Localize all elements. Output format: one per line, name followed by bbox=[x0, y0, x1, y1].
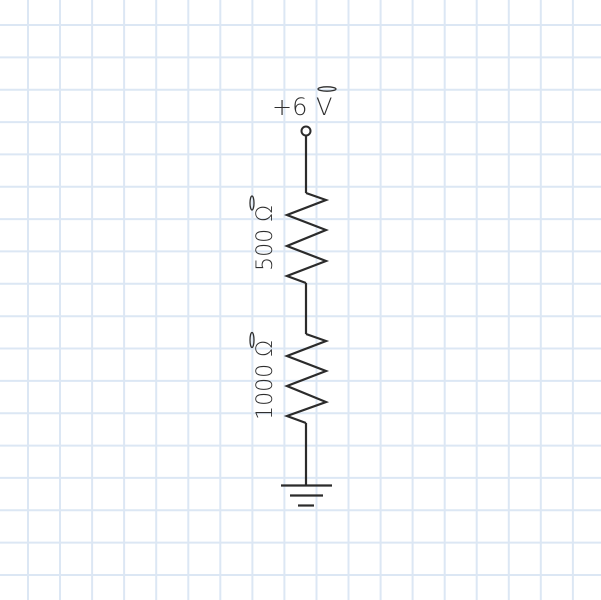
unit-accent-mark bbox=[249, 331, 255, 349]
source-value-label: +6 bbox=[272, 93, 307, 121]
resistor-zigzag-icon bbox=[283, 191, 330, 285]
voltage-source-terminal: +6 V bbox=[272, 86, 337, 137]
r1-value-label: 500 Ω bbox=[253, 205, 278, 271]
resistor-r1: 500 Ω bbox=[249, 191, 330, 285]
source-unit-label: V bbox=[316, 93, 332, 121]
resistor-r2: 1000 Ω bbox=[249, 331, 330, 425]
terminal-node-icon bbox=[300, 125, 312, 137]
r2-value-label: 1000 Ω bbox=[253, 340, 278, 420]
unit-accent-mark bbox=[249, 195, 255, 211]
unit-accent-mark bbox=[317, 86, 337, 92]
ground-icon bbox=[281, 484, 332, 507]
resistor-zigzag-icon bbox=[283, 332, 330, 425]
